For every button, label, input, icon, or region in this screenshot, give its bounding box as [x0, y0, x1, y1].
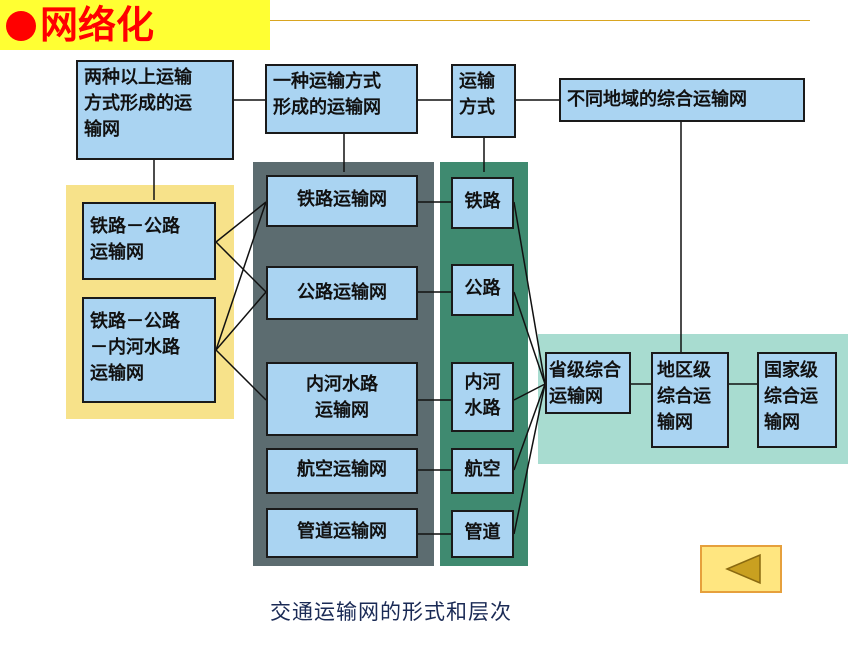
- box-pipeline-network: 管道运输网: [266, 508, 418, 558]
- box-single-mode-network: 一种运输方式 形成的运输网: [265, 64, 418, 134]
- box-rail-network: 铁路运输网: [266, 175, 418, 227]
- slide-title: 网络化: [40, 3, 155, 47]
- box-regional-network: 不同地域的综合运输网: [559, 78, 805, 122]
- box-road-network: 公路运输网: [266, 266, 418, 320]
- box-multi-mode-network: 两种以上运输 方式形成的运 输网: [76, 60, 234, 160]
- previous-slide-button[interactable]: [700, 545, 782, 593]
- title-divider: [270, 20, 810, 21]
- diagram-caption: 交通运输网的形式和层次: [270, 600, 512, 624]
- box-pipeline: 管道: [451, 510, 514, 558]
- bullet-dot-icon: [6, 11, 36, 41]
- box-road: 公路: [451, 264, 514, 316]
- box-district-network: 地区级 综合运 输网: [651, 352, 729, 448]
- box-river: 内河 水路: [451, 362, 514, 432]
- box-air: 航空: [451, 448, 514, 494]
- title-banner: 网络化: [0, 0, 270, 50]
- box-national-network: 国家级 综合运 输网: [757, 352, 837, 448]
- box-air-network: 航空运输网: [266, 448, 418, 494]
- left-triangle-icon: [725, 553, 761, 585]
- box-transport-mode: 运输 方式: [451, 64, 516, 138]
- box-river-network: 内河水路 运输网: [266, 362, 418, 436]
- box-provincial-network: 省级综合 运输网: [545, 352, 631, 414]
- box-rail-road-network: 铁路－公路 运输网: [82, 202, 216, 280]
- box-rail: 铁路: [451, 177, 514, 229]
- box-rail-road-river-network: 铁路－公路 －内河水路 运输网: [82, 297, 216, 403]
